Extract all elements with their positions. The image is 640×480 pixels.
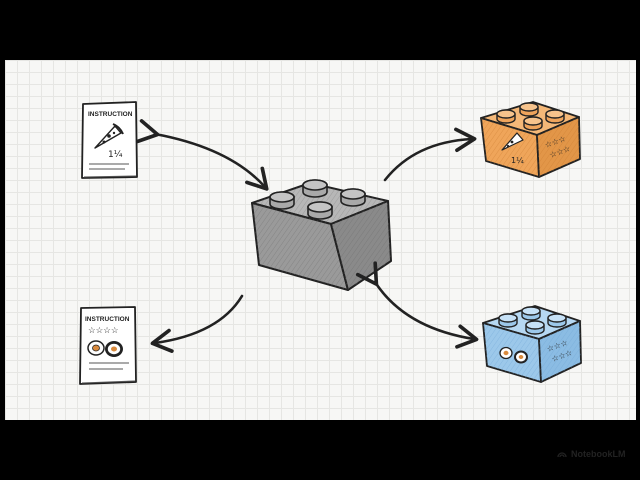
gray-brick <box>251 179 392 291</box>
arrow-bottom-left <box>150 294 244 353</box>
letterbox-bottom <box>0 420 640 480</box>
instruction-card-top-fraction: 1¼ <box>108 150 123 160</box>
sushi-icon <box>87 340 123 357</box>
notebooklm-logo-icon <box>557 452 567 458</box>
pizza-icon <box>501 132 524 151</box>
blue-brick-studs <box>498 306 567 335</box>
orange-brick-studs <box>496 102 565 131</box>
gray-brick-studs <box>269 179 366 220</box>
arrow-bottom-right <box>355 261 479 349</box>
arrow-top-right <box>383 127 477 182</box>
notebooklm-brand: NotebookLM <box>557 449 626 459</box>
letterbox-top <box>0 0 640 60</box>
instruction-card-bottom: INSTRUCTION ☆☆☆☆ <box>79 306 137 385</box>
arrow-top-left <box>135 119 269 191</box>
sushi-icon <box>499 346 528 364</box>
instruction-card-bottom-stars: ☆☆☆☆ <box>88 326 119 336</box>
brand-label: NotebookLM <box>571 449 626 459</box>
instruction-card-top: INSTRUCTION 1¼ <box>81 101 138 179</box>
instruction-card-top-title: INSTRUCTION <box>88 111 133 118</box>
diagram: INSTRUCTION 1¼ INSTRUCTION ☆☆☆☆ <box>79 101 582 385</box>
orange-brick: 1¼ ☆☆☆ ☆☆☆ <box>480 101 581 178</box>
orange-brick-fraction: 1¼ <box>511 156 524 165</box>
slide-canvas: INSTRUCTION 1¼ INSTRUCTION ☆☆☆☆ <box>5 60 636 459</box>
blue-brick: ☆☆☆ ☆☆☆ <box>482 305 582 383</box>
pizza-icon <box>94 123 124 149</box>
instruction-card-bottom-title: INSTRUCTION <box>85 316 130 323</box>
